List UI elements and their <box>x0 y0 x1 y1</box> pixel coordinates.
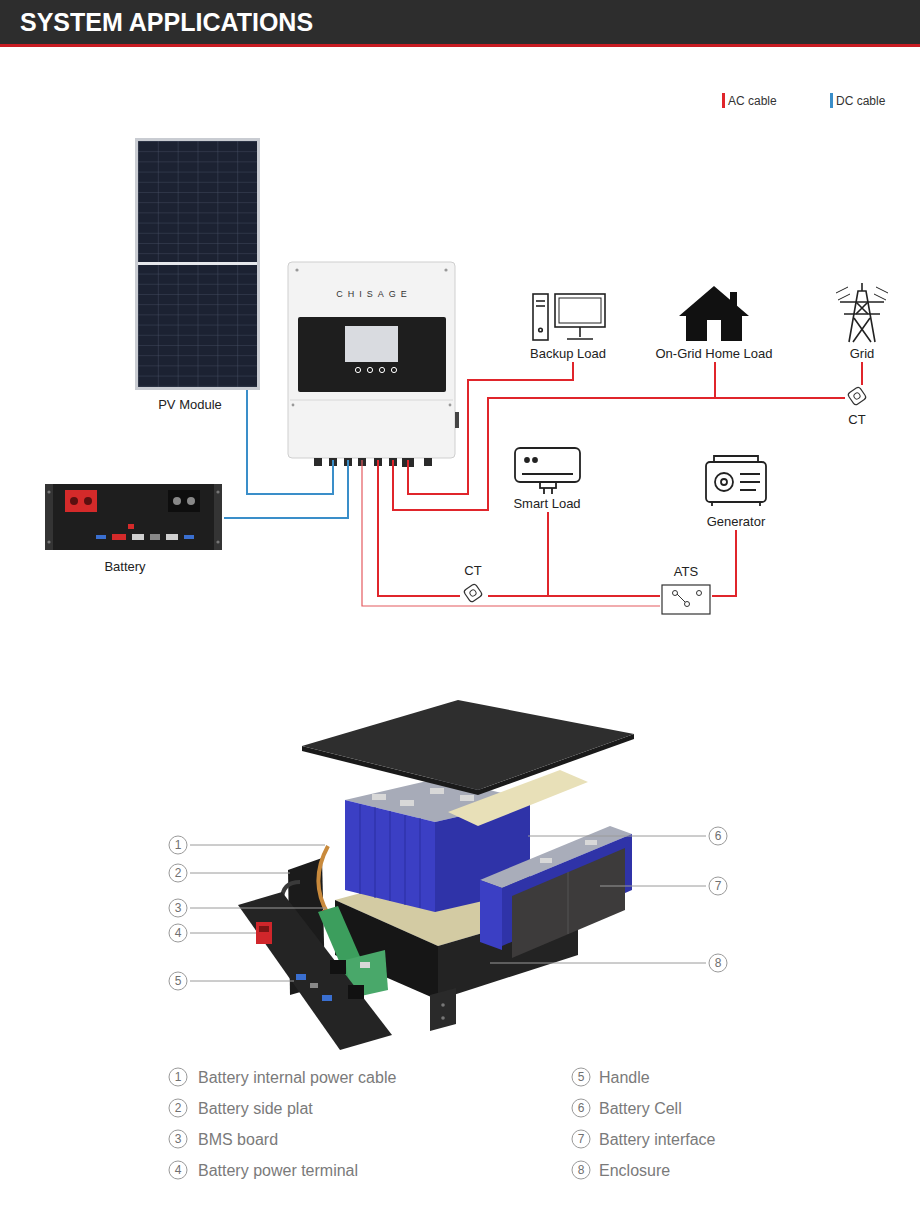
callout-number: 7 <box>578 1132 585 1146</box>
callout-number: 8 <box>578 1163 585 1177</box>
battery: Battery <box>43 482 224 575</box>
node-label: Generator <box>707 514 766 530</box>
backup-load: Backup Load <box>525 290 612 362</box>
header-bar <box>0 0 920 44</box>
node-label: Grid <box>850 346 875 362</box>
callout-number: 4 <box>175 1163 182 1177</box>
part-name: Handle <box>599 1068 650 1087</box>
callout-number: 7 <box>715 879 722 893</box>
house-icon <box>679 286 749 341</box>
page-title: SYSTEM APPLICATIONS <box>20 7 313 37</box>
callout-leaders <box>169 827 727 990</box>
callout-number: 5 <box>175 974 182 988</box>
part-name: Battery internal power cable <box>198 1068 396 1087</box>
node-label: CT <box>464 563 481 579</box>
node-label: PV Module <box>158 397 222 413</box>
battery-exploded-view <box>238 700 634 1050</box>
part-name: Battery power terminal <box>198 1161 358 1180</box>
part-name: Battery interface <box>599 1130 716 1149</box>
ct-clamp-icon <box>847 386 866 405</box>
ac-cable <box>393 362 715 510</box>
node-label: CHISAGE <box>336 289 412 300</box>
pv-panel-icon <box>135 138 260 390</box>
inverter-icon <box>288 262 459 467</box>
current-transformer: CT <box>460 563 488 603</box>
list-number-circles <box>169 1068 590 1179</box>
part-name: Enclosure <box>599 1161 670 1180</box>
hybrid-inverter: CHISAGE <box>288 262 456 460</box>
callout-number: 6 <box>715 829 722 843</box>
socket-icon <box>515 448 580 494</box>
ac-cable <box>712 530 736 596</box>
computer-icon <box>533 294 605 340</box>
generator-icon <box>706 456 766 506</box>
callout-number: 1 <box>175 838 182 852</box>
part-name: BMS board <box>198 1130 278 1149</box>
legend-swatch <box>722 93 725 108</box>
callout-number: 6 <box>578 1101 585 1115</box>
power-tower-icon <box>836 283 888 342</box>
smart-load: Smart Load <box>505 445 591 512</box>
node-label: ATS <box>674 564 698 580</box>
callout-number: 3 <box>175 1132 182 1146</box>
callout-number: 2 <box>175 1101 182 1115</box>
transfer-switch: ATS <box>660 564 712 616</box>
header-rule <box>0 44 920 47</box>
legend-swatch <box>830 93 833 108</box>
callout-number: 8 <box>715 956 722 970</box>
legend-text: DC cable <box>836 94 885 108</box>
home-load: On-Grid Home Load <box>653 285 775 362</box>
ac-cable <box>408 362 573 494</box>
dc-cable <box>224 460 348 518</box>
callout-number: 2 <box>175 866 182 880</box>
callout-number: 3 <box>175 901 182 915</box>
dc-cable <box>247 413 333 494</box>
pv-module: PV Module <box>135 136 262 413</box>
grid: Grid <box>832 280 892 362</box>
node-label: CT <box>848 412 865 428</box>
node-label: Backup Load <box>530 346 606 362</box>
dc-wire-stub <box>246 390 248 413</box>
generator: Generator <box>700 454 772 530</box>
ct-clamp-icon <box>463 583 482 602</box>
callout-number: 1 <box>175 1070 182 1084</box>
node-label: Smart Load <box>513 496 580 512</box>
node-label: On-Grid Home Load <box>655 346 772 362</box>
part-name: Battery Cell <box>599 1099 682 1118</box>
callout-number: 5 <box>578 1070 585 1084</box>
ats-switch-icon <box>662 585 710 614</box>
ac-cable <box>362 460 660 606</box>
ac-cable <box>393 398 845 510</box>
node-label: Battery <box>104 559 145 575</box>
current-transformer: CT <box>845 385 869 428</box>
ac-cable <box>488 595 660 597</box>
ac-cable <box>861 362 863 385</box>
ac-cable <box>378 460 460 596</box>
battery-module-icon <box>45 484 222 550</box>
part-name: Battery side plat <box>198 1099 313 1118</box>
callout-number: 4 <box>175 926 182 940</box>
legend-text: AC cable <box>728 94 777 108</box>
ac-cable <box>488 512 548 596</box>
